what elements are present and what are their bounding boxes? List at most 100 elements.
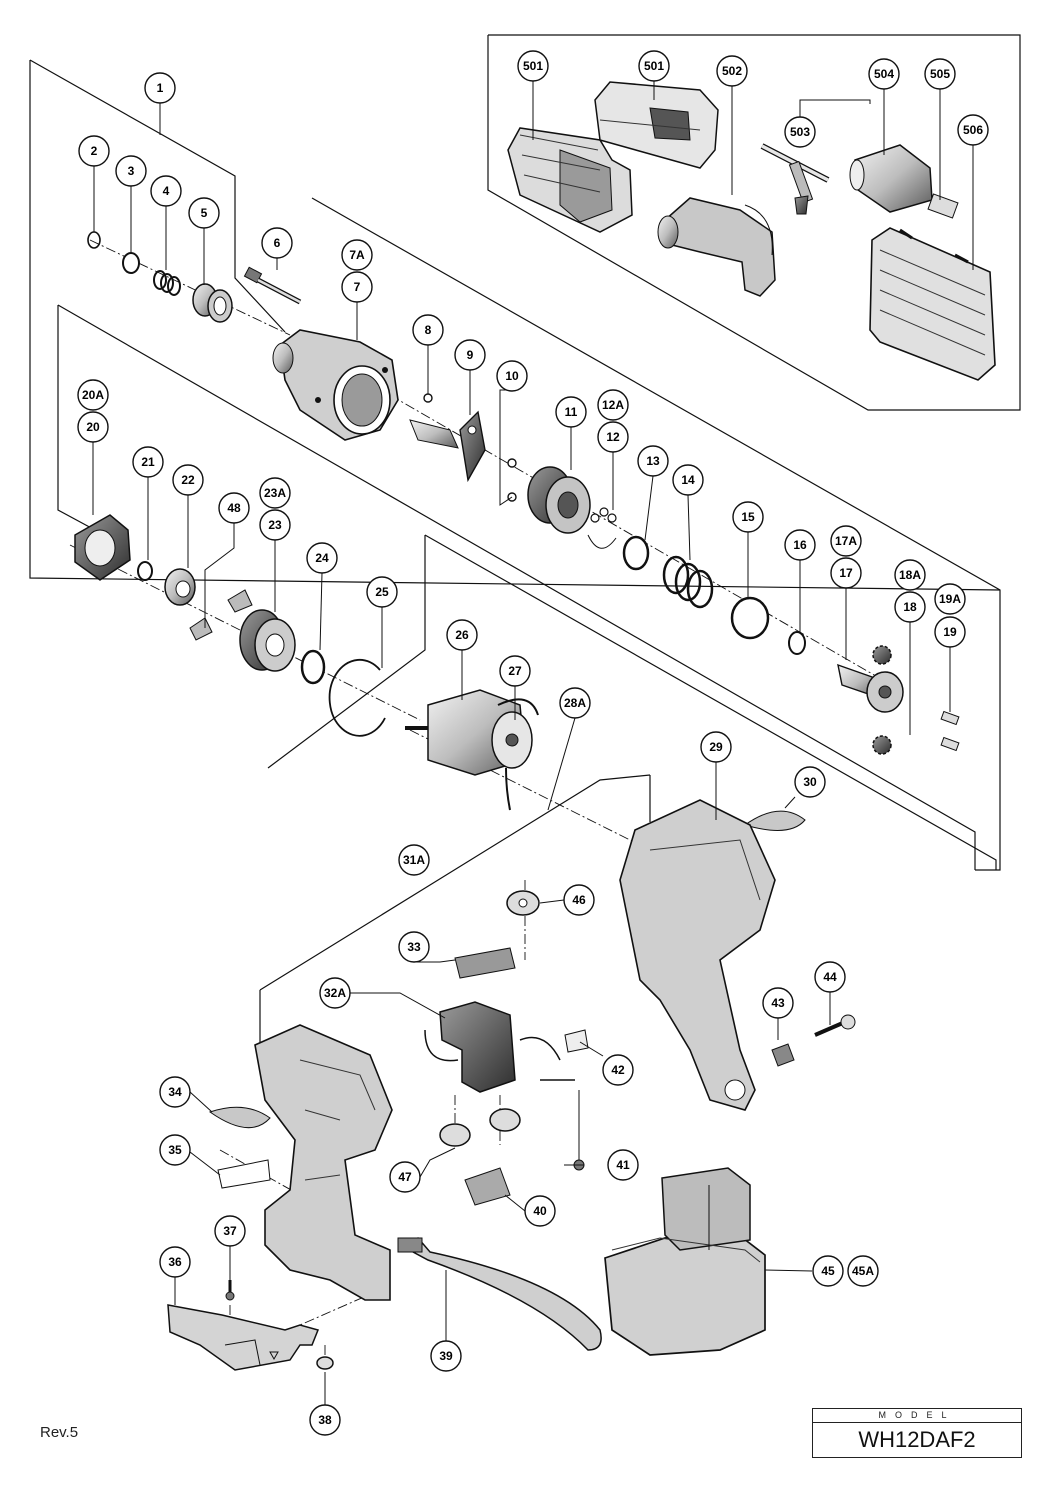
ball-icon [423, 393, 433, 403]
callout-label: 16 [793, 538, 807, 552]
callout-label: 24 [315, 551, 329, 565]
ball-icon [507, 458, 517, 502]
spring-icon [153, 270, 181, 296]
callout-label: 5 [201, 206, 208, 220]
callout-label: 501 [644, 59, 664, 73]
callout-label: 13 [646, 454, 660, 468]
callout: 22 [172, 464, 204, 496]
lever-icon [454, 947, 516, 979]
callout-label: 502 [722, 64, 742, 78]
callout-label: 4 [163, 184, 170, 198]
callout-label: 9 [467, 348, 474, 362]
washer-icon [300, 649, 326, 685]
model-heading: MODEL [813, 1409, 1021, 1423]
callout-label: 39 [439, 1349, 453, 1363]
callout: 47 [389, 1161, 421, 1193]
callout: 17A [830, 525, 862, 557]
callout-label: 18A [899, 568, 921, 582]
bearing-icon [164, 568, 196, 606]
drill-chuck-icon [849, 144, 959, 219]
callout: 25 [366, 576, 398, 608]
callout-label: 17 [839, 566, 853, 580]
terminal-icon [464, 1090, 585, 1206]
screw-icon [771, 1014, 856, 1067]
callout: 36 [159, 1246, 191, 1278]
callout-label: 31A [403, 853, 425, 867]
motor-icon [405, 689, 539, 811]
callout-label: 12A [602, 398, 624, 412]
callout-label: 40 [533, 1204, 547, 1218]
revision-label: Rev.5 [40, 1424, 79, 1441]
callout: 12A [597, 389, 629, 421]
callout-label: 44 [823, 970, 837, 984]
callout: 27 [499, 655, 531, 687]
callout: 45A [847, 1255, 879, 1287]
callout: 37 [214, 1215, 246, 1247]
callout: 23A [259, 477, 291, 509]
steel-ball-icon [587, 507, 617, 549]
callout: 46 [563, 884, 595, 916]
gear-case-icon [74, 514, 131, 581]
callout: 501 [638, 50, 670, 82]
charger-icon [594, 81, 719, 169]
callout: 30 [794, 766, 826, 798]
callout-label: 2 [91, 144, 98, 158]
callout-label: 23A [264, 486, 286, 500]
callout-label: 1 [157, 81, 164, 95]
callout-label: 45A [852, 1264, 874, 1278]
callout: 15 [732, 501, 764, 533]
washer-icon [137, 561, 153, 581]
callout: 43 [762, 987, 794, 1019]
label-icon [208, 1106, 271, 1189]
battery-icon [604, 1167, 766, 1356]
nut-icon [439, 1108, 521, 1147]
callout-label: 42 [611, 1063, 625, 1077]
callout-label: 28A [564, 696, 586, 710]
callout-label: 7A [349, 248, 365, 262]
clip-icon [189, 589, 253, 641]
callout: 17 [830, 557, 862, 589]
washer-icon [622, 535, 650, 571]
callout: 32A [319, 977, 351, 1009]
callout: 38 [309, 1404, 341, 1436]
callout: 9 [454, 339, 486, 371]
callout: 45 [812, 1255, 844, 1287]
housing-icon [272, 329, 399, 441]
chuck-key-icon [760, 143, 830, 215]
callout: 20A [77, 379, 109, 411]
callout-label: 38 [318, 1413, 332, 1427]
callout-label: 48 [227, 501, 241, 515]
callout: 39 [430, 1340, 462, 1372]
callout: 505 [924, 58, 956, 90]
callout: 40 [524, 1195, 556, 1227]
callout: 14 [672, 464, 704, 496]
spindle-icon [409, 410, 486, 483]
callout: 23 [259, 509, 291, 541]
callout-label: 41 [616, 1158, 630, 1172]
callout-label: 47 [398, 1170, 412, 1184]
nut-icon [506, 890, 540, 916]
callout-label: 26 [455, 628, 469, 642]
callout-label: 15 [741, 510, 755, 524]
callout-label: 21 [141, 455, 155, 469]
callout: 6 [261, 227, 293, 259]
callout: 29 [700, 731, 732, 763]
callout-label: 23 [268, 518, 282, 532]
callout-label: 27 [508, 664, 522, 678]
charger-icon [507, 127, 633, 233]
screw-icon [225, 1280, 235, 1301]
callout: 1 [144, 72, 176, 104]
callout: 31A [398, 844, 430, 876]
callout: 18 [894, 591, 926, 623]
pin-icon [940, 710, 960, 752]
callout: 504 [868, 58, 900, 90]
callout: 21 [132, 446, 164, 478]
washer-icon [730, 596, 770, 640]
callout-label: 14 [681, 473, 695, 487]
callout: 42 [602, 1054, 634, 1086]
callout-label: 20A [82, 388, 104, 402]
callout-label: 7 [354, 280, 361, 294]
callout: 502 [716, 55, 748, 87]
nut-icon [316, 1356, 334, 1370]
adapter-icon [657, 197, 776, 297]
